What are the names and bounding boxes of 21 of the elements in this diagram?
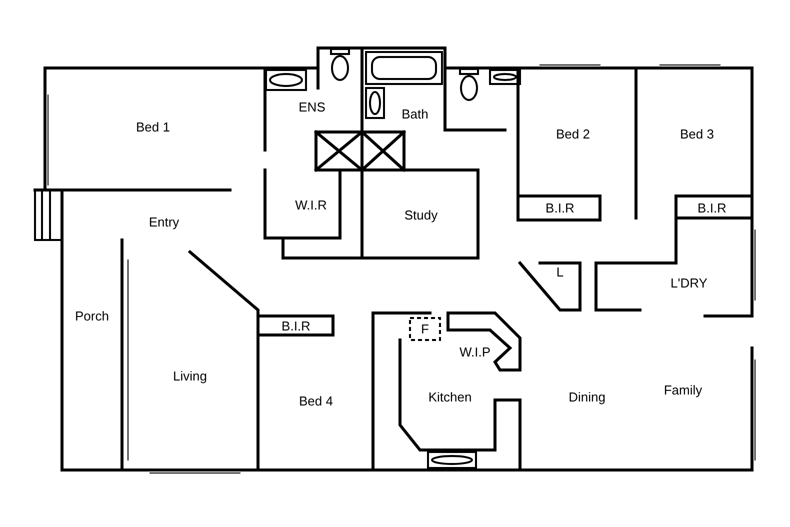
room-label: L'DRY	[670, 276, 708, 290]
room-label: Living	[173, 370, 207, 382]
closet-label: B.I.R	[698, 202, 726, 214]
room-label: Bed 2	[556, 128, 590, 140]
fridge-label: F	[421, 322, 429, 336]
room-label: Bath	[402, 108, 428, 120]
room-label: ENS	[298, 100, 326, 114]
room-label: Porch	[75, 310, 109, 322]
room-label: Kitchen	[428, 390, 472, 404]
room-label: Bed 4	[299, 394, 333, 408]
room-label: L	[556, 266, 564, 278]
room-label: Study	[404, 208, 438, 222]
closet-label: W.I.R	[295, 198, 327, 212]
room-label: Entry	[148, 216, 180, 228]
closet-label: B.I.R	[546, 202, 574, 214]
closet-label: B.I.R	[282, 320, 310, 332]
room-label: Bed 1	[136, 120, 170, 134]
room-label: Dining	[568, 390, 606, 404]
room-label: Bed 3	[680, 128, 714, 140]
room-label: Family	[664, 384, 702, 396]
pantry-label: W.I.P	[459, 346, 491, 358]
